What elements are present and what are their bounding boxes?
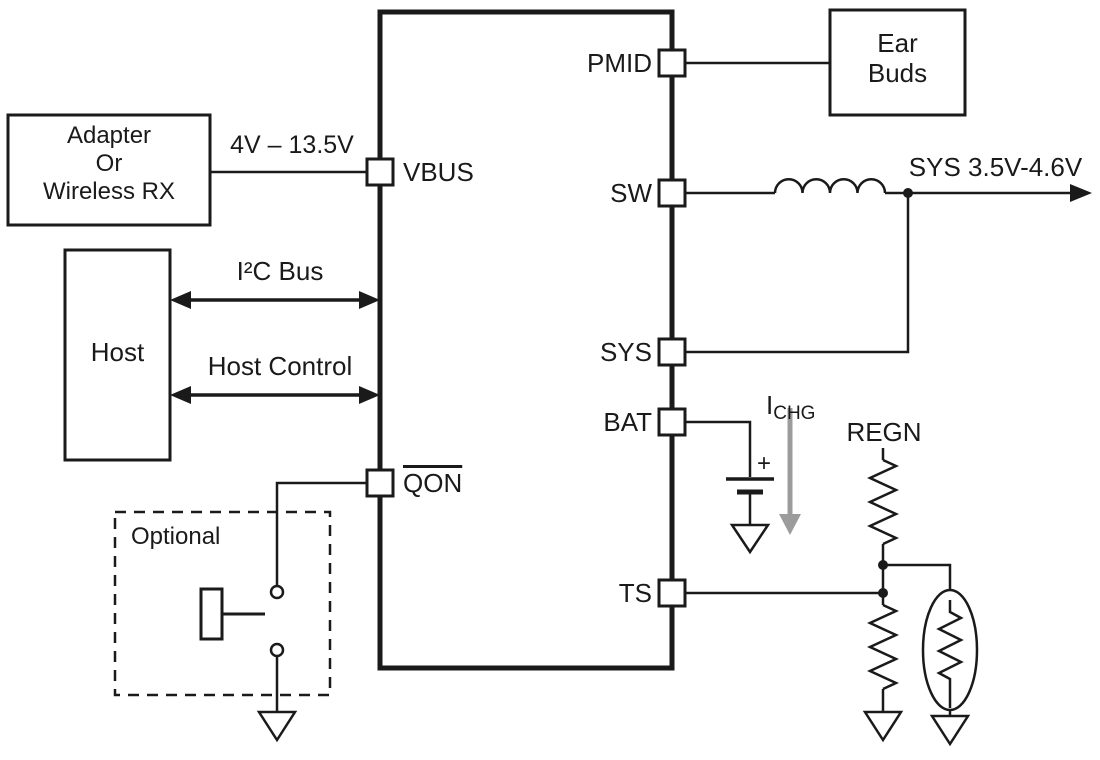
battery-plus-label: + [757, 450, 772, 477]
i2c-arrow [170, 291, 380, 309]
regn-label: REGN [846, 417, 922, 447]
host-box [63, 248, 172, 462]
pmid-pin [657, 48, 687, 78]
adapter-box [6, 113, 212, 227]
i2c-bus-label: I²C Bus [236, 256, 324, 286]
vbus-pin [365, 157, 395, 187]
qon-pin [365, 468, 395, 498]
earbuds-box [828, 8, 967, 117]
i2c-arrowhead-right [359, 291, 380, 309]
inductor [773, 178, 887, 194]
thermistor-branch-wire [883, 563, 952, 591]
adapter-label-line1: Adapter [66, 122, 152, 149]
host-label: Host [90, 337, 145, 367]
adapter-label: Adapter Or Wireless RX [10, 122, 208, 205]
earbuds-label-line1: Ear [877, 28, 918, 58]
ground-symbol-thermistor [929, 714, 971, 747]
thermistor-zigzag [936, 600, 964, 708]
host-control-arrow [170, 386, 380, 404]
bat-pin [657, 407, 687, 437]
host-control-label: Host Control [207, 351, 353, 381]
adapter-label-line2: Or [95, 149, 123, 177]
sys-pin-label: SYS [599, 337, 652, 367]
qon-wire [275, 481, 367, 586]
sys-pin [657, 337, 687, 367]
ground-symbol-left [256, 710, 298, 743]
ichg-label: ICHG [766, 390, 815, 425]
bat-wire [685, 420, 752, 477]
ichg-label-symbol: I [766, 390, 774, 420]
sys-return-wire [685, 193, 910, 354]
adapter-label-line3: Wireless RX [42, 177, 175, 205]
qon-pin-label: QON [403, 468, 463, 498]
bat-pin-label: BAT [603, 407, 652, 437]
resistor-upper [867, 458, 899, 546]
sys-output-label: SYS 3.5V-4.6V [908, 152, 1083, 182]
host-control-arrowhead-left [170, 386, 191, 404]
pmid-pin-label: PMID [587, 48, 652, 78]
i2c-arrowhead-left [170, 291, 191, 309]
vbus-range-label: 4V – 13.5V [230, 131, 354, 159]
sw-pin [657, 178, 687, 208]
ground-symbol-battery [729, 523, 771, 555]
resistor-lower [867, 603, 899, 691]
ichg-arrowhead [779, 514, 801, 535]
host-control-arrowhead-right [359, 386, 380, 404]
vbus-pin-label: VBUS [403, 157, 474, 187]
ichg-label-subscript: CHG [773, 403, 816, 424]
ts-pin [657, 578, 687, 608]
sys-output-arrowhead [1070, 184, 1092, 202]
optional-label: Optional [131, 523, 221, 550]
ts-pin-label: TS [618, 578, 652, 608]
sw-pin-label: SW [610, 178, 652, 208]
ground-symbol-resistor [862, 710, 904, 743]
pushbutton-contact-top [269, 584, 285, 600]
earbuds-label-line2: Buds [867, 58, 928, 89]
earbuds-label: Ear Buds [830, 28, 965, 88]
optional-dashed-box [113, 510, 332, 697]
pushbutton-contact-bottom [269, 642, 285, 658]
pushbutton-cap [199, 587, 224, 641]
